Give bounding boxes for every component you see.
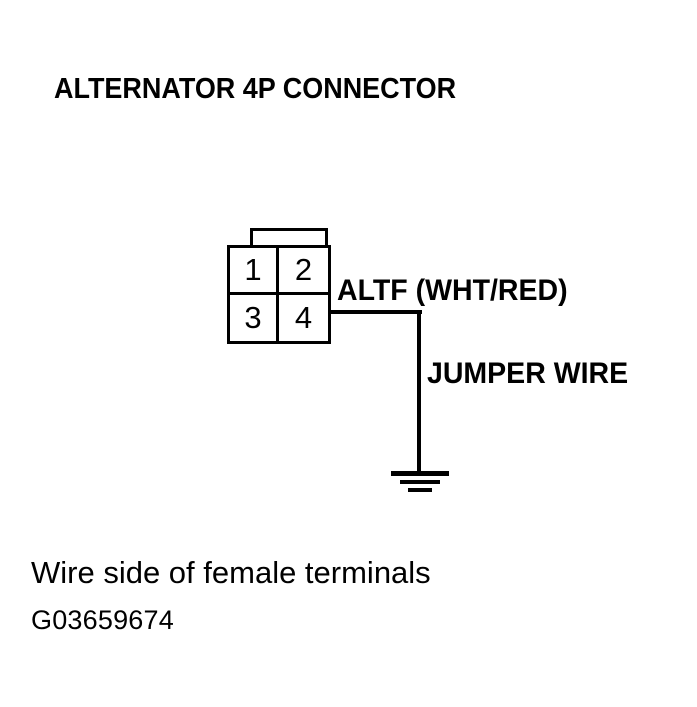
connector-pin-grid: 1 2 3 4 [227,245,331,344]
jumper-wire-horizontal-segment [329,310,422,314]
ground-bar-middle [400,480,440,484]
diagram-caption-note: Wire side of female terminals [31,555,431,590]
jumper-wire-vertical-segment [417,310,421,475]
wire-signal-label: ALTF (WHT/RED) [337,274,568,307]
connector-pin-3: 3 [230,294,279,341]
connector-pin-2: 2 [279,248,328,295]
ground-bar-top [391,471,449,476]
page-title: ALTERNATOR 4P CONNECTOR [54,73,457,105]
connector-locking-tab-icon [250,228,328,248]
ground-bar-bottom [408,488,432,492]
connector-pin-1: 1 [230,248,279,295]
diagram-figure-code: G03659674 [31,605,174,635]
ground-symbol-icon [385,471,455,497]
connector-symbol: 1 2 3 4 [227,228,331,344]
jumper-wire-label: JUMPER WIRE [427,357,629,390]
connector-pin-4: 4 [294,300,313,336]
